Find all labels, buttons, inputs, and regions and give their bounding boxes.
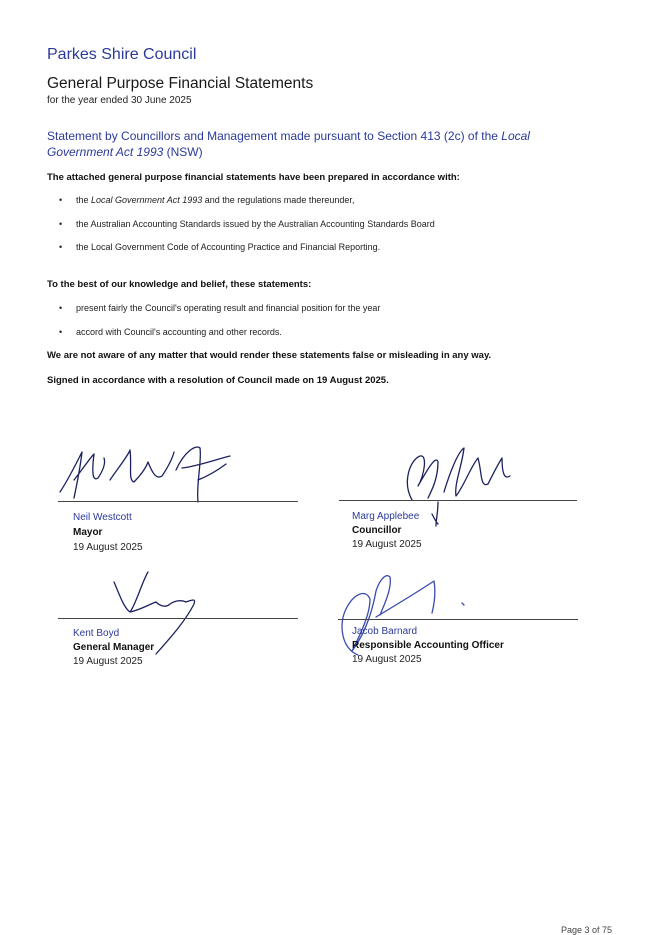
signature-line-4 <box>338 619 578 620</box>
prepared-bullet-1-act: Local Government Act 1993 <box>91 195 203 205</box>
signatory-1-name: Neil Westcott <box>73 512 132 523</box>
belief-intro: To the best of our knowledge and belief,… <box>47 279 312 290</box>
page-number: Page 3 of 75 <box>561 925 613 935</box>
signatory-3-date: 19 August 2025 <box>73 656 143 667</box>
signature-kent-boyd <box>113 571 196 655</box>
signatory-1-role: Mayor <box>73 527 103 538</box>
signature-jacob-barnard <box>341 575 465 656</box>
document-title: General Purpose Financial Statements <box>47 75 314 92</box>
organisation-name: Parkes Shire Council <box>47 46 197 63</box>
not-aware-statement: We are not aware of any matter that woul… <box>47 350 492 361</box>
prepared-bullet-1-suffix: and the regulations made thereunder, <box>202 195 355 205</box>
statement-heading: Statement by Councillors and Management … <box>47 128 587 160</box>
statement-act-name: Local Government Act 1993 <box>47 129 530 159</box>
signatory-4-name: Jacob Barnard <box>352 626 418 637</box>
statement-prefix: Statement by Councillors and Management … <box>47 129 502 143</box>
signature-neil-westcott <box>59 446 231 503</box>
statement-suffix: (NSW) <box>163 145 203 159</box>
signatory-3-role: General Manager <box>73 642 155 653</box>
signatory-2-role: Councillor <box>352 525 402 536</box>
signatory-3-name: Kent Boyd <box>73 628 120 639</box>
belief-bullet-1: present fairly the Council's operating r… <box>59 303 380 313</box>
prepared-intro: The attached general purpose financial s… <box>47 172 460 183</box>
prepared-bullet-2: the Australian Accounting Standards issu… <box>59 219 435 229</box>
reporting-period: for the year ended 30 June 2025 <box>47 95 192 106</box>
signed-resolution: Signed in accordance with a resolution o… <box>47 375 389 386</box>
signatory-2-name: Marg Applebee <box>352 511 420 522</box>
signatory-1-date: 19 August 2025 <box>73 542 143 553</box>
signature-marg-applebee <box>406 447 511 527</box>
prepared-bullet-3: the Local Government Code of Accounting … <box>59 242 380 252</box>
signatory-2-date: 19 August 2025 <box>352 539 422 550</box>
signatory-4-role: Responsible Accounting Officer <box>352 640 504 651</box>
prepared-bullet-1: the Local Government Act 1993 and the re… <box>59 195 355 205</box>
signature-line-3 <box>58 618 298 619</box>
prepared-bullet-1-prefix: the <box>76 195 92 205</box>
signatory-4-date: 19 August 2025 <box>352 654 422 665</box>
belief-bullet-2: accord with Council's accounting and oth… <box>59 327 282 337</box>
signature-line-2 <box>339 500 577 501</box>
signature-line-1 <box>58 501 298 502</box>
